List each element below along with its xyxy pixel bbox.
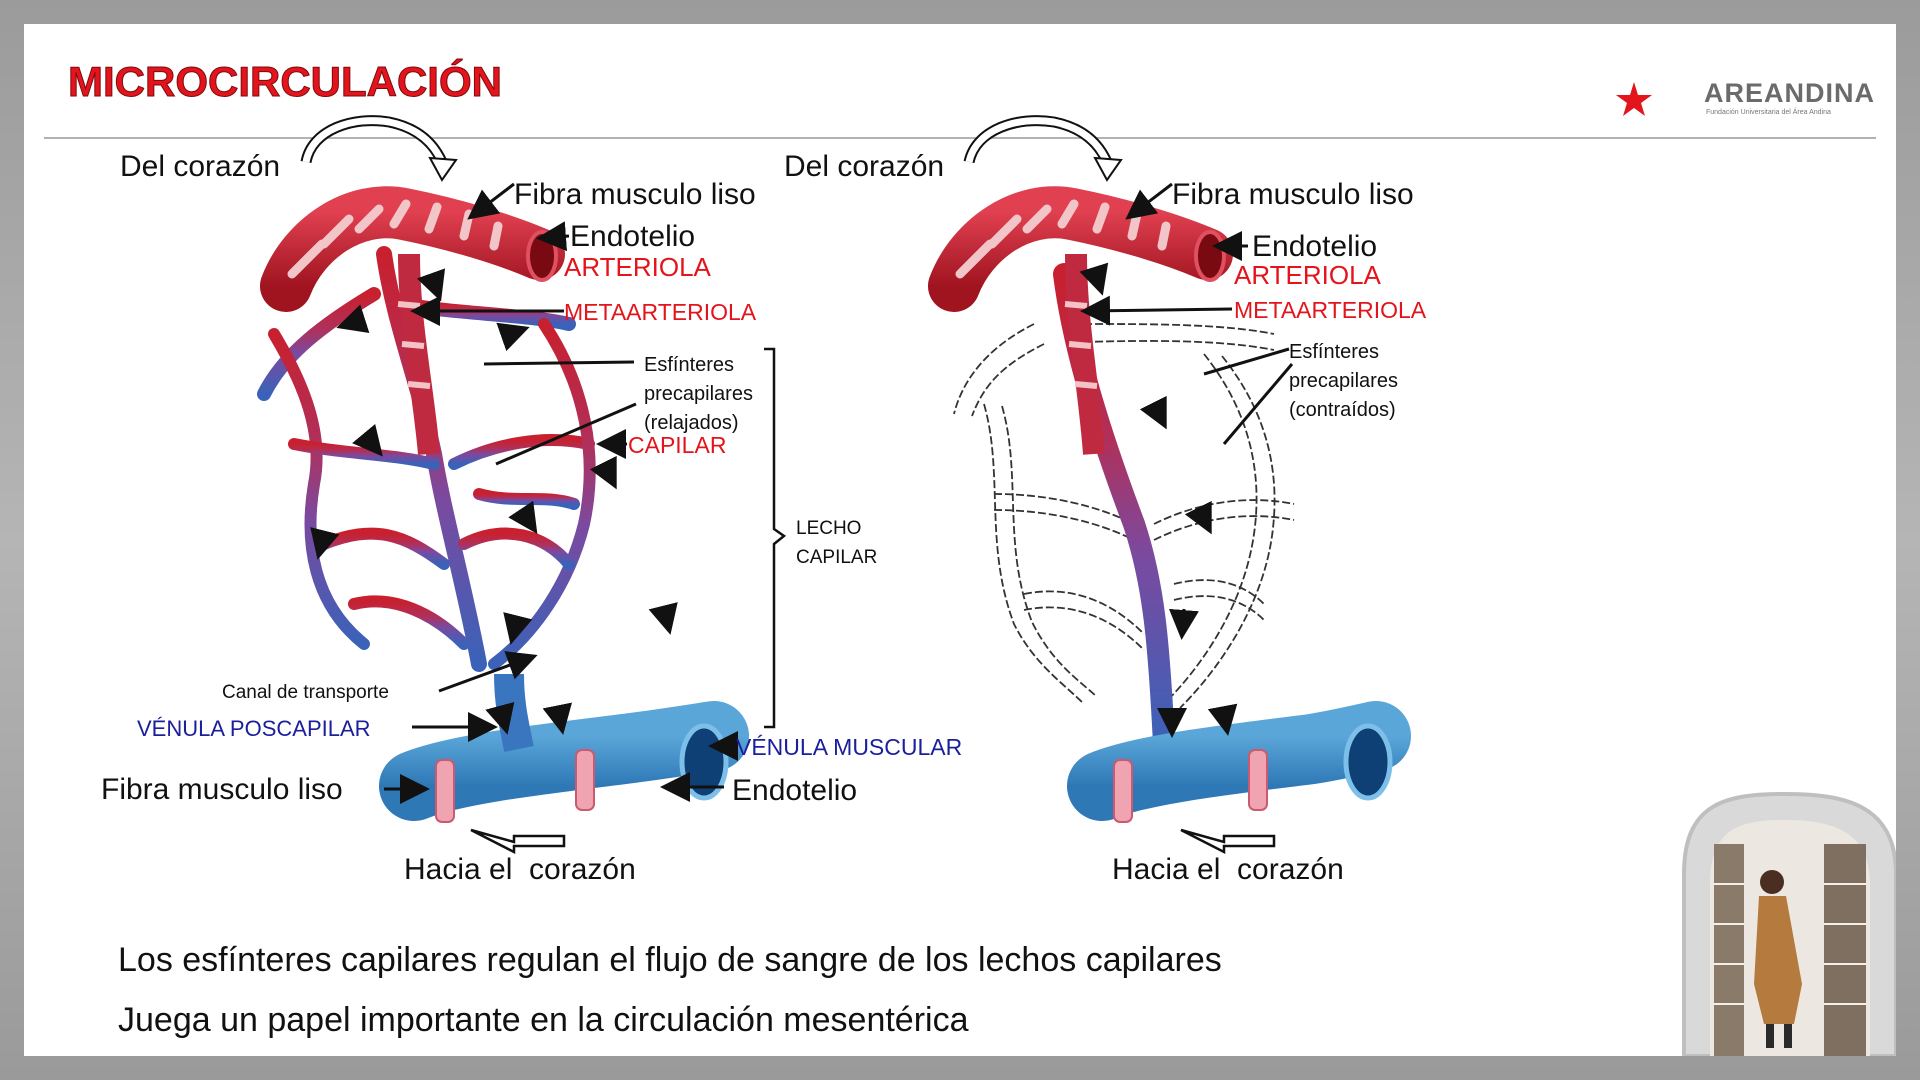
- logo-subtitle: Fundación Universitaria del Área Andina: [1706, 107, 1831, 116]
- left-capillary-bed-line2: CAPILAR: [796, 547, 877, 568]
- right-from-heart-arrow: [963, 115, 1113, 165]
- bullet-line-1: Los esfínteres capilares regulan el fluj…: [118, 941, 1222, 979]
- areandina-logo: AREANDINA Fundación Universitaria del Ár…: [1616, 78, 1875, 116]
- right-flow-arrows: [1079, 262, 1238, 738]
- slide: MICROCIRCULACIÓN AREANDINA Fundación Uni…: [24, 24, 1896, 1056]
- left-capillary-label: CAPILAR: [628, 432, 726, 458]
- left-from-heart-label: Del corazón: [120, 150, 280, 183]
- right-microcirculation-diagram: Del corazón Fibra musculo liso Endotelio…: [784, 115, 1427, 886]
- capillary-bed-bracket: [764, 347, 787, 729]
- left-transport-channel-label: Canal de transporte: [222, 682, 389, 703]
- to-heart-arrow: [470, 828, 566, 855]
- right-arteriole-vessel: [928, 186, 1233, 312]
- left-to-heart-label: Hacia el corazón: [404, 853, 636, 886]
- left-smooth-muscle-bottom-label: Fibra musculo liso: [101, 773, 343, 806]
- left-smooth-muscle-top-label: Fibra musculo liso: [514, 178, 756, 211]
- capillary-network: [257, 246, 596, 672]
- right-smooth-muscle-top-label: Fibra musculo liso: [1172, 178, 1414, 211]
- left-postcapillary-venule-label: VÉNULA POSCAPILAR: [137, 716, 371, 741]
- left-capillary-bed-line1: LECHO: [796, 518, 861, 539]
- metarteriole-vessel: [398, 253, 440, 455]
- from-heart-arrow: [300, 115, 448, 165]
- library-photo-badge: [1682, 791, 1896, 1056]
- left-metarteriole-label: METAARTERIOLA: [564, 299, 757, 325]
- right-sphincters-line1: Esfínteres: [1289, 341, 1379, 363]
- left-muscular-venule-label: VÉNULA MUSCULAR: [736, 734, 962, 760]
- leader-lines: [384, 182, 738, 804]
- left-endothelium-bottom-label: Endotelio: [732, 774, 857, 807]
- right-leader-lines: [1080, 182, 1294, 445]
- right-to-heart-arrow: [1180, 828, 1276, 855]
- right-sphincters-line3: (contraídos): [1289, 399, 1396, 421]
- right-arteriole-label: ARTERIOLA: [1234, 260, 1382, 290]
- slide-title: MICROCIRCULACIÓN: [68, 57, 502, 105]
- bookshelf-icon: [1714, 844, 1866, 1056]
- left-endothelium-top-label: Endotelio: [570, 220, 695, 253]
- left-sphincters-line1: Esfínteres: [644, 354, 734, 376]
- right-arteriole-lumen: [1194, 230, 1226, 282]
- right-sphincters-line2: precapilares: [1289, 370, 1398, 392]
- right-venule-lumen: [1343, 723, 1393, 801]
- left-arteriole-label: ARTERIOLA: [564, 252, 712, 282]
- left-microcirculation-diagram: Del corazón Fibra musculo liso Endotelio…: [101, 115, 962, 886]
- left-sphincters-line2: precapilares: [644, 383, 753, 405]
- right-from-heart-label: Del corazón: [784, 150, 944, 183]
- muscular-venule-vessel: [379, 701, 749, 823]
- left-sphincters-line3: (relajados): [644, 412, 738, 434]
- star-icon: [1616, 82, 1652, 116]
- arteriole-vessel: [260, 186, 565, 312]
- flow-arrows: [310, 268, 678, 735]
- logo-name: AREANDINA: [1704, 78, 1875, 108]
- right-to-heart-label: Hacia el corazón: [1112, 853, 1344, 886]
- bullet-line-2: Juega un papel importante en la circulac…: [118, 1001, 969, 1039]
- right-muscular-venule-vessel: [1067, 701, 1411, 823]
- right-metarteriole-label: METAARTERIOLA: [1234, 297, 1427, 323]
- person-reading-icon: [1754, 870, 1802, 1048]
- right-empty-capillary-network: [953, 323, 1295, 709]
- right-endothelium-top-label: Endotelio: [1252, 230, 1377, 263]
- arteriole-lumen: [526, 230, 558, 282]
